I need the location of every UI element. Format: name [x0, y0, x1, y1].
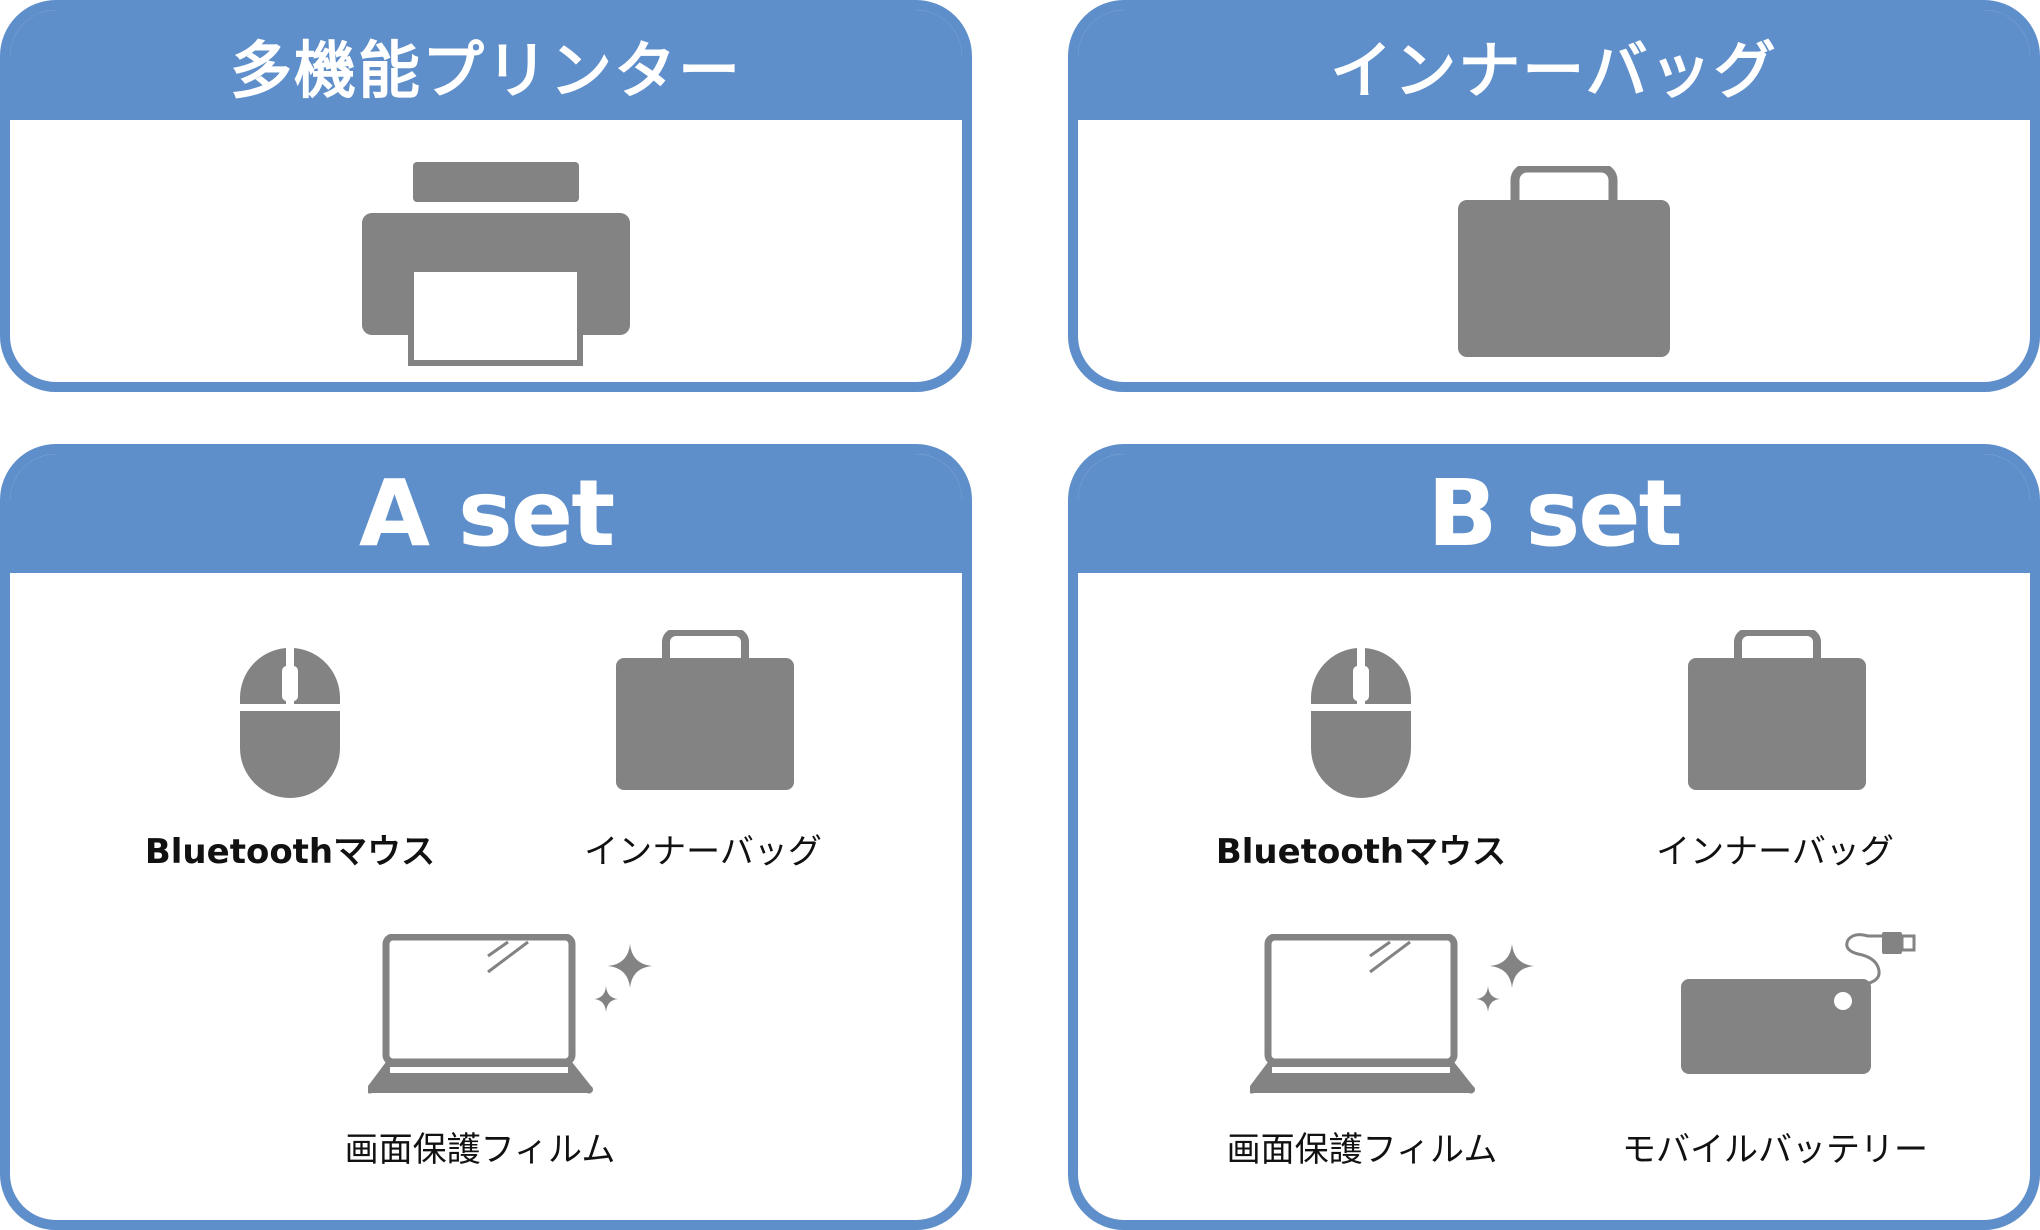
mouse-icon	[1311, 648, 1411, 798]
printer-card: 多機能プリンター	[0, 0, 972, 392]
bag-icon	[1688, 630, 1866, 790]
item-label: インナーバッグ	[584, 832, 822, 872]
card-title: インナーバッグ	[1330, 34, 1778, 107]
item-label: Bluetoothマウス	[144, 832, 436, 872]
mouse-icon	[240, 648, 340, 798]
card-title: A set	[358, 460, 615, 567]
item-label: モバイルバッテリー	[1622, 1130, 1928, 1170]
laptop-sparkle-icon	[1250, 934, 1534, 1094]
laptop-sparkle-icon	[368, 934, 652, 1094]
item-label: 画面保護フィルム	[1226, 1130, 1498, 1170]
inner-bag-card: インナーバッグ	[1068, 0, 2040, 392]
item-label: 画面保護フィルム	[344, 1130, 616, 1170]
mobile-battery-icon	[1681, 932, 1916, 1074]
b-set-card: B set Bluetoothマウス インナーバッグ 画面保護フィルム モバイル…	[1068, 444, 2040, 1230]
card-header: 多機能プリンター	[10, 10, 962, 120]
bag-icon	[616, 630, 794, 790]
item-label: Bluetoothマウス	[1215, 832, 1507, 872]
item-label: インナーバッグ	[1656, 832, 1894, 872]
printer-icon	[362, 162, 630, 366]
card-title: B set	[1427, 460, 1682, 567]
bag-icon	[1458, 166, 1670, 357]
card-header: B set	[1078, 454, 2030, 573]
a-set-card: A set Bluetoothマウス インナーバッグ 画面保護フィルム	[0, 444, 972, 1230]
card-title: 多機能プリンター	[229, 34, 742, 107]
card-header: インナーバッグ	[1078, 10, 2030, 120]
card-header: A set	[10, 454, 962, 573]
